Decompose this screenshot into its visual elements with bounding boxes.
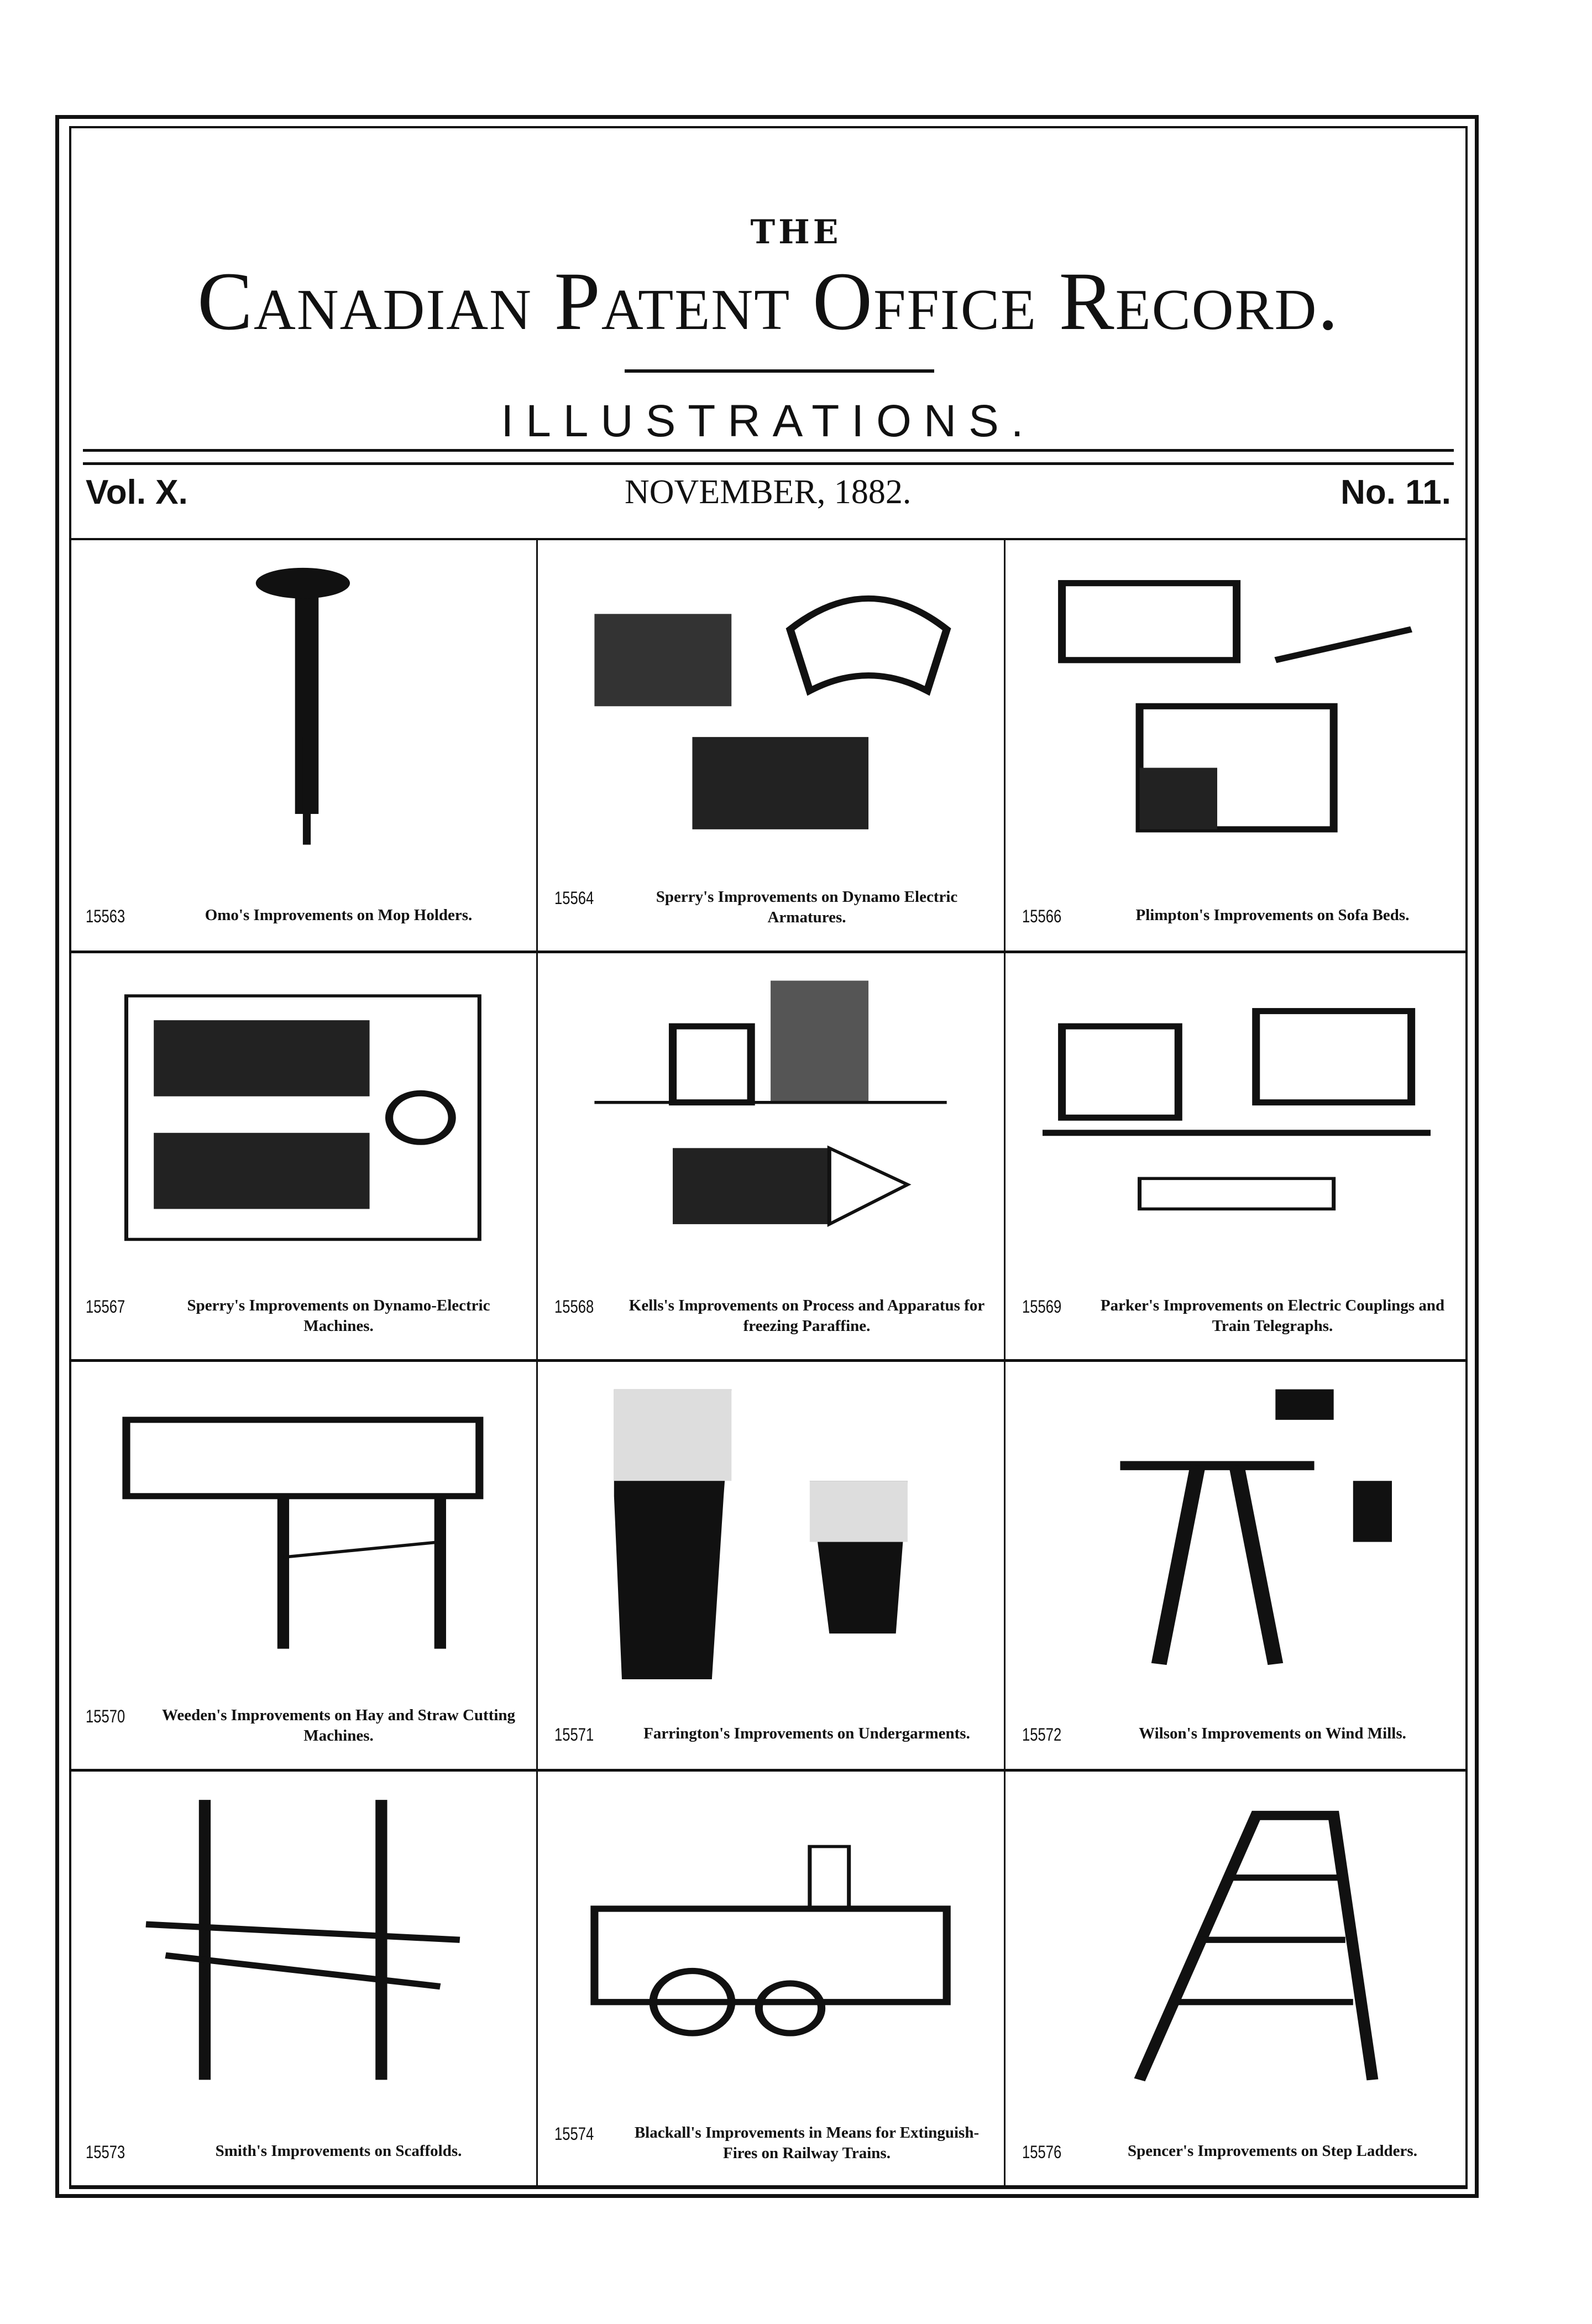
patent-illustration-cell: 15566 Plimpton's Improvements on Sofa Be… <box>1006 540 1468 953</box>
patent-illustration-cell: 15563 Omo's Improvements on Mop Holders. <box>69 540 538 953</box>
patent-title: Kells's Improvements on Process and Appa… <box>629 1296 985 1335</box>
patent-caption: 15570 Weeden's Improvements on Hay and S… <box>86 1705 525 1747</box>
patent-illustration-cell: 15567 Sperry's Improvements on Dynamo-El… <box>69 953 538 1362</box>
patent-title: Farrington's Improvements on Undergarmen… <box>643 1725 970 1743</box>
patent-drawing <box>1120 1389 1392 1665</box>
patent-caption: 15563 Omo's Improvements on Mop Holders. <box>86 905 525 928</box>
patent-caption: 15569 Parker's Improvements on Electric … <box>1022 1296 1457 1337</box>
issue-number: No. 11. <box>1340 473 1451 511</box>
patent-caption: 15564 Sperry's Improvements on Dynamo El… <box>554 887 993 928</box>
patent-illustration-cell: 15564 Sperry's Improvements on Dynamo El… <box>538 540 1006 953</box>
title-rule <box>625 369 934 373</box>
issue-date: NOVEMBER, 1882. <box>625 473 912 511</box>
patent-drawing <box>255 568 350 845</box>
patent-caption: 15574 Blackall's Improvements in Means f… <box>554 2123 993 2164</box>
patent-illustration-cell: 15570 Weeden's Improvements on Hay and S… <box>69 1362 538 1772</box>
patent-title: Smith's Improvements on Scaffolds. <box>215 2142 462 2160</box>
patent-number: 15566 <box>1022 906 1062 927</box>
patent-title: Omo's Improvements on Mop Holders. <box>205 906 473 925</box>
masthead-title: Canadian Patent Office Record. <box>197 255 1339 347</box>
masthead-the: THE <box>750 213 842 252</box>
patent-illustration-cell: 15576 Spencer's Improvements on Step Lad… <box>1006 1772 1468 2189</box>
patent-number: 15576 <box>1022 2142 1062 2163</box>
patent-number: 15563 <box>86 906 125 927</box>
patent-illustration-cell: 15569 Parker's Improvements on Electric … <box>1006 953 1468 1362</box>
patent-title: Sperry's Improvements on Dynamo Electric… <box>656 887 958 927</box>
patent-title: Weeden's Improvements on Hay and Straw C… <box>161 1706 516 1745</box>
patent-illustration-cell: 15572 Wilson's Improvements on Wind Mill… <box>1006 1362 1468 1772</box>
patent-drawing <box>124 994 481 1241</box>
patent-caption: 15568 Kells's Improvements on Process an… <box>554 1296 993 1337</box>
patent-number: 15570 <box>86 1706 125 1726</box>
patent-title: Spencer's Improvements on Step Ladders. <box>1128 2142 1417 2160</box>
patent-illustration-cell: 15568 Kells's Improvements on Process an… <box>538 953 1006 1362</box>
patent-illustration-cell: 15573 Smith's Improvements on Scaffolds. <box>69 1772 538 2189</box>
patent-drawing <box>145 1799 460 2080</box>
patent-drawing <box>1042 1008 1431 1211</box>
patent-number: 15569 <box>1022 1296 1062 1317</box>
patent-caption: 15576 Spencer's Improvements on Step Lad… <box>1022 2141 1457 2164</box>
section-subtitle: ILLUSTRATIONS. <box>501 396 1036 446</box>
patent-drawing <box>122 1417 483 1649</box>
patent-drawing <box>594 596 951 830</box>
volume-label: Vol. X. <box>86 473 188 511</box>
patent-drawing <box>1057 580 1412 833</box>
patent-number: 15573 <box>86 2142 125 2163</box>
patent-title: Blackall's Improvements in Means for Ext… <box>634 2123 980 2163</box>
double-rule-top <box>83 449 1454 452</box>
patent-caption: 15567 Sperry's Improvements on Dynamo-El… <box>86 1296 525 1337</box>
patent-number: 15568 <box>554 1296 594 1317</box>
patent-title: Wilson's Improvements on Wind Mills. <box>1139 1725 1406 1743</box>
patent-illustration-cell: 15571 Farrington's Improvements on Under… <box>538 1362 1006 1772</box>
patent-caption: 15573 Smith's Improvements on Scaffolds. <box>86 2141 525 2164</box>
patent-title: Sperry's Improvements on Dynamo-Electric… <box>187 1296 490 1335</box>
patent-caption: 15566 Plimpton's Improvements on Sofa Be… <box>1022 905 1457 928</box>
patent-number: 15567 <box>86 1296 125 1317</box>
patent-number: 15574 <box>554 2123 594 2144</box>
patent-illustration-cell: 15574 Blackall's Improvements in Means f… <box>538 1772 1006 2189</box>
outer-border <box>55 115 1479 2198</box>
patent-caption: 15571 Farrington's Improvements on Under… <box>554 1724 993 1747</box>
patent-number: 15572 <box>1022 1725 1062 1745</box>
patent-drawing <box>594 980 947 1228</box>
patent-number: 15571 <box>554 1725 594 1745</box>
patent-drawing <box>1134 1810 1379 2081</box>
illustrations-grid: 15563 Omo's Improvements on Mop Holders.… <box>69 538 1468 2189</box>
issue-info-row: Vol. X. NOVEMBER, 1882. No. 11. <box>86 473 1451 523</box>
patent-drawing <box>590 1845 951 2036</box>
patent-title: Parker's Improvements on Electric Coupli… <box>1100 1296 1445 1335</box>
double-rule-bottom <box>83 462 1454 465</box>
patent-title: Plimpton's Improvements on Sofa Beds. <box>1135 906 1410 925</box>
patent-caption: 15572 Wilson's Improvements on Wind Mill… <box>1022 1724 1457 1747</box>
patent-number: 15564 <box>554 887 594 908</box>
patent-drawing <box>614 1389 908 1680</box>
